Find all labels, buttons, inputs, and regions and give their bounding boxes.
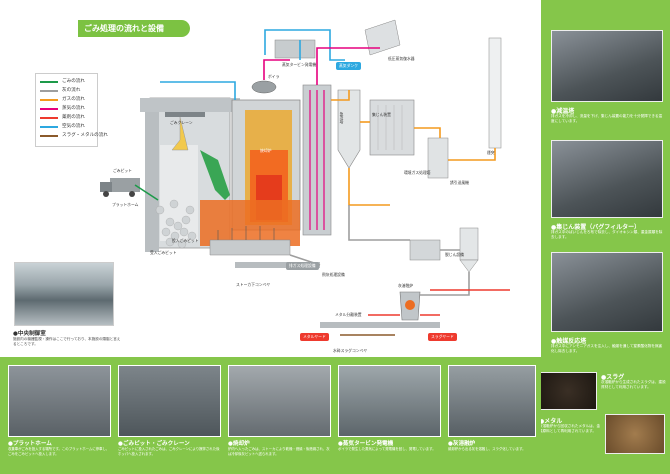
label-ash-bunri: 飛灰処理設備 (322, 272, 345, 277)
process-diagram (100, 19, 510, 336)
legend: ごみの流れ 灰の流れ ガスの流れ 蒸気の流れ 薬剤の流れ 空気の流れ スラグ・メ… (35, 73, 108, 147)
label-toudo: 投入ごみピット (172, 238, 199, 243)
label-tansu: ストーカ下コンベヤ (236, 282, 271, 287)
catalyst-photo (551, 252, 663, 332)
pit-crane-photo (118, 365, 221, 437)
turbine-text: ボイラで発生した蒸気によって発電機を回し、発電しています。 (338, 447, 436, 451)
label-gomi-crane: ごみクレーン (170, 120, 193, 125)
quench-tower-title: ●減温塔 (551, 108, 575, 115)
label-turbine: 蒸気タービン発電機 (282, 62, 317, 67)
melting-furnace-photo (448, 365, 536, 437)
label-dakkan: 脱じん設備 (445, 252, 464, 257)
melting-furnace-title: ●灰溶融炉 (448, 441, 476, 447)
turbine-photo (338, 365, 441, 437)
control-room-title: ●中央制御室 (13, 331, 46, 337)
label-conveyor: 水砕スラグコンベヤ (333, 348, 368, 353)
metal-text: 灰溶融炉から回収されたメタルは、金属原料として再利用されています。 (539, 424, 601, 433)
label-gomi-pit: ごみピット (113, 168, 132, 173)
incinerator-photo (228, 365, 331, 437)
platform-photo (8, 365, 111, 437)
bag-filter-photo (551, 140, 663, 218)
label-boiler: ボイラ (268, 74, 280, 79)
slag-photo (539, 372, 597, 410)
label-slag-yard: スラグヤード (428, 333, 457, 341)
label-bag-filter: 集じん装置 (372, 112, 391, 117)
right-column: ●減温塔 排ガスを冷却し、流量を下げ、集じん装置の能力を十分発揮できる温度にして… (539, 0, 670, 474)
page-title: ごみ処理の流れと設備 (78, 20, 190, 37)
label-juryo: 受入ごみピット (150, 250, 177, 255)
label-platform: プラットホーム (112, 202, 139, 207)
incinerator-text: 炉内へ入ったごみは、ストーカにより乾燥・燃焼・後燃焼され、灰は冷却後灰ピットへ送… (228, 447, 330, 456)
label-jouki-tank: 蒸気ダンク (336, 62, 361, 70)
slag-text: 灰溶融炉から生成されたスラグは、建設資材として利用されています。 (601, 380, 666, 389)
bottom-strip: ●プラットホーム 収集車がごみを投入する場所です。このプラットホームに停車し、ご… (0, 357, 541, 474)
control-room-photo (14, 262, 114, 326)
label-teiatsu: 低圧蒸気復水器 (388, 56, 415, 61)
incinerator-title: ●焼却炉 (228, 441, 250, 447)
label-metal-yard: メタルヤード (300, 333, 329, 341)
quench-tower-photo (551, 30, 663, 102)
bag-filter-text: 排ガス中のばいじんをろ布で除去し、ダイオキシン類、重金属類を除去します。 (551, 230, 663, 239)
melting-furnace-text: 焼却炉から出る灰を溶融し、スラグ化しています。 (448, 447, 526, 451)
label-kankyo: 環境ガス処理塔 (404, 170, 431, 175)
pit-crane-text: ごみピットに投入されたごみは、ごみクレーンにより攪拌された後ホッパへ投入されます… (118, 447, 220, 456)
quench-tower-text: 排ガスを冷却し、流量を下げ、集じん装置の能力を十分発揮できる温度にしています。 (551, 114, 663, 123)
label-kan-metal: メタル分離装置 (335, 312, 362, 317)
platform-text: 収集車がごみを投入する場所です。このプラットホームに停車し、ごみをごみピットへ投… (8, 447, 110, 456)
label-kainyu: 灰溶融炉 (398, 283, 414, 288)
label-kyuon: 急冷塔 (340, 112, 345, 124)
control-room-text: 施設内の機器監視・操作はここで行っており、本施設の頭脳と言えるところです。 (13, 337, 121, 346)
label-haigasu: 排ガス処理設備 (286, 262, 319, 270)
catalyst-text: 排ガス中にアンモニアガスを注入し、触媒を通して窒素酸化物を無害化し除去します。 (551, 344, 663, 353)
metal-title: ●メタル (539, 418, 563, 425)
turbine-title: ●蒸気タービン発電機 (338, 441, 394, 447)
label-yuuka: 誘引送風機 (450, 180, 469, 185)
slag-title: ●スラグ (601, 374, 625, 381)
catalyst-title: ●触媒反応塔 (551, 338, 587, 345)
bag-filter-title: ●集じん装置（バグフィルター） (551, 224, 641, 231)
label-shokyaku: 焼却炉 (260, 148, 272, 153)
pit-crane-title: ●ごみピット・ごみクレーン (118, 441, 190, 447)
metal-photo (605, 414, 665, 454)
label-entotsu: 煙突 (487, 150, 495, 155)
platform-title: ●プラットホーム (8, 441, 52, 447)
